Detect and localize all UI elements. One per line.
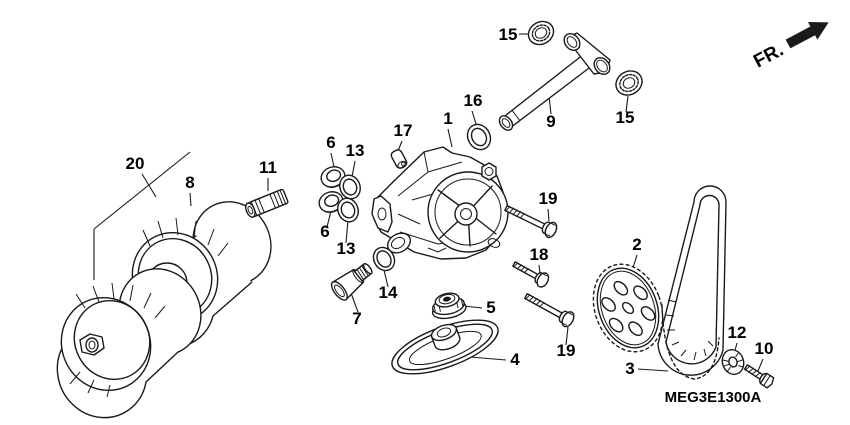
callout-labels: 20 8 11 6 13 17 1 16 15 9 15 6 13 14 7 5…	[126, 25, 774, 378]
bolt-19-lower	[524, 293, 575, 328]
bolt-19-upper	[504, 204, 558, 239]
strainer-cap	[431, 292, 467, 320]
callout-10: 10	[755, 339, 774, 358]
callout-19b: 19	[557, 341, 576, 360]
callout-18: 18	[530, 245, 549, 264]
washer-12	[721, 348, 745, 376]
fr-arrow-icon	[785, 22, 829, 49]
callout-6b: 6	[320, 222, 329, 241]
filter-drain-nut	[79, 333, 105, 356]
callout-6a: 6	[326, 133, 335, 152]
callout-3: 3	[625, 359, 634, 378]
strainer-boss	[430, 323, 461, 351]
callout-12: 12	[728, 323, 747, 342]
callout-7: 7	[352, 309, 361, 328]
fr-label: FR.	[750, 40, 787, 73]
callout-5: 5	[486, 298, 495, 317]
pump-top-bolt	[481, 162, 497, 181]
seal-15-top	[527, 20, 555, 46]
callout-1: 1	[443, 109, 452, 128]
callout-11: 11	[259, 158, 277, 177]
pump-left-flange	[371, 195, 393, 233]
callout-15b: 15	[616, 108, 635, 127]
fr-direction-arrow: FR.	[750, 22, 829, 73]
oil-pipe	[498, 32, 611, 131]
drawing-code: MEG3E1300A	[665, 389, 762, 406]
callout-13a: 13	[346, 141, 365, 160]
callout-20: 20	[126, 154, 145, 173]
drive-chain	[657, 185, 727, 380]
callout-14: 14	[379, 283, 398, 302]
dowel-pin	[390, 149, 408, 169]
callout-17: 17	[394, 121, 413, 140]
relief-fitting	[330, 263, 373, 301]
oring-13-bottom	[337, 197, 359, 223]
filter-nipple	[245, 188, 289, 218]
oring-14	[372, 246, 396, 272]
driven-sprocket	[592, 263, 664, 353]
callout-4: 4	[510, 350, 520, 369]
callout-13b: 13	[337, 239, 356, 258]
oil-strainer	[391, 319, 499, 375]
oil-filter-front	[56, 268, 202, 419]
callout-16: 16	[464, 91, 483, 110]
oring-16	[466, 123, 492, 151]
callout-9: 9	[546, 112, 555, 131]
bolt-18	[512, 261, 550, 288]
bolt-10	[743, 364, 775, 389]
oring-13-top	[339, 174, 361, 200]
callout-2: 2	[632, 235, 641, 254]
collar-6-top	[320, 166, 346, 188]
callout-8: 8	[185, 173, 194, 192]
callout-15a: 15	[499, 25, 518, 44]
seal-15-bottom	[615, 70, 643, 96]
oil-pump-body	[371, 146, 509, 260]
callout-19a: 19	[539, 189, 558, 208]
